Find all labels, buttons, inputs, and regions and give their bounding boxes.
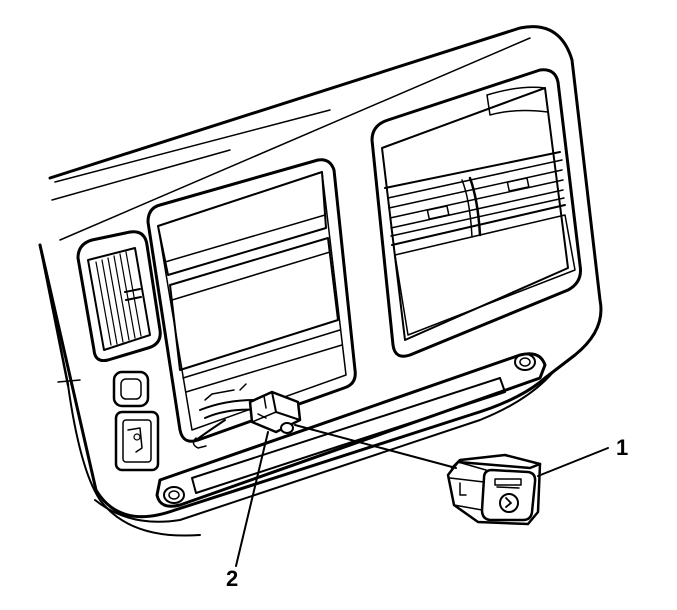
bezel-inner-edge bbox=[59, 37, 531, 241]
bezel-outer-edge bbox=[38, 25, 603, 519]
harness-wire-c bbox=[195, 419, 226, 441]
radio-opening bbox=[146, 158, 357, 443]
lower-strip-slot bbox=[191, 377, 506, 494]
switch-module-slot bbox=[494, 478, 522, 486]
vent-tab-right bbox=[506, 177, 530, 192]
left-vent-outer bbox=[76, 230, 162, 362]
leader-line-1 bbox=[537, 447, 609, 477]
left-switches bbox=[112, 370, 160, 472]
bezel-lower-lip bbox=[94, 369, 556, 523]
bezel-bottom-curve bbox=[67, 384, 201, 537]
left-vent bbox=[76, 230, 162, 362]
callout-2-label: 2 bbox=[226, 566, 239, 591]
connector-pin bbox=[280, 422, 294, 434]
bezel-top-line bbox=[54, 109, 331, 183]
left-vent-inner bbox=[87, 247, 151, 351]
bezel-corner bbox=[57, 379, 81, 383]
vent-grill-top bbox=[384, 151, 561, 189]
center-vent-assembly bbox=[370, 68, 582, 358]
vent-tab-left bbox=[426, 205, 450, 220]
dash-bezel bbox=[38, 25, 603, 537]
callout-1-label: 1 bbox=[616, 435, 629, 460]
bezel-top-line-2 bbox=[51, 149, 231, 201]
leader-lines bbox=[235, 424, 609, 567]
lower-strip-knob-right bbox=[514, 353, 536, 371]
wiring-connector bbox=[248, 390, 302, 434]
bezel-left-edge bbox=[38, 243, 70, 387]
small-switch-top bbox=[112, 370, 150, 408]
switch-module bbox=[446, 453, 542, 526]
connector-to-module-line bbox=[294, 424, 457, 469]
radio-lower-pocket bbox=[169, 237, 339, 371]
small-switch-bottom bbox=[114, 410, 160, 472]
vent-frame-inner bbox=[381, 87, 569, 341]
lower-strip-knob-left bbox=[163, 486, 185, 504]
switch-module-button bbox=[499, 493, 519, 513]
vent-lower-panel bbox=[394, 214, 576, 336]
leader-line-2 bbox=[235, 431, 269, 567]
lower-accessory-strip bbox=[155, 352, 547, 508]
vent-divider bbox=[468, 176, 482, 237]
harness-wire-a bbox=[199, 399, 256, 411]
vent-frame-outer bbox=[370, 68, 582, 358]
radio-opening-outer bbox=[146, 158, 357, 443]
vent-top-panel bbox=[486, 86, 549, 116]
radio-upper-pocket bbox=[157, 171, 327, 276]
